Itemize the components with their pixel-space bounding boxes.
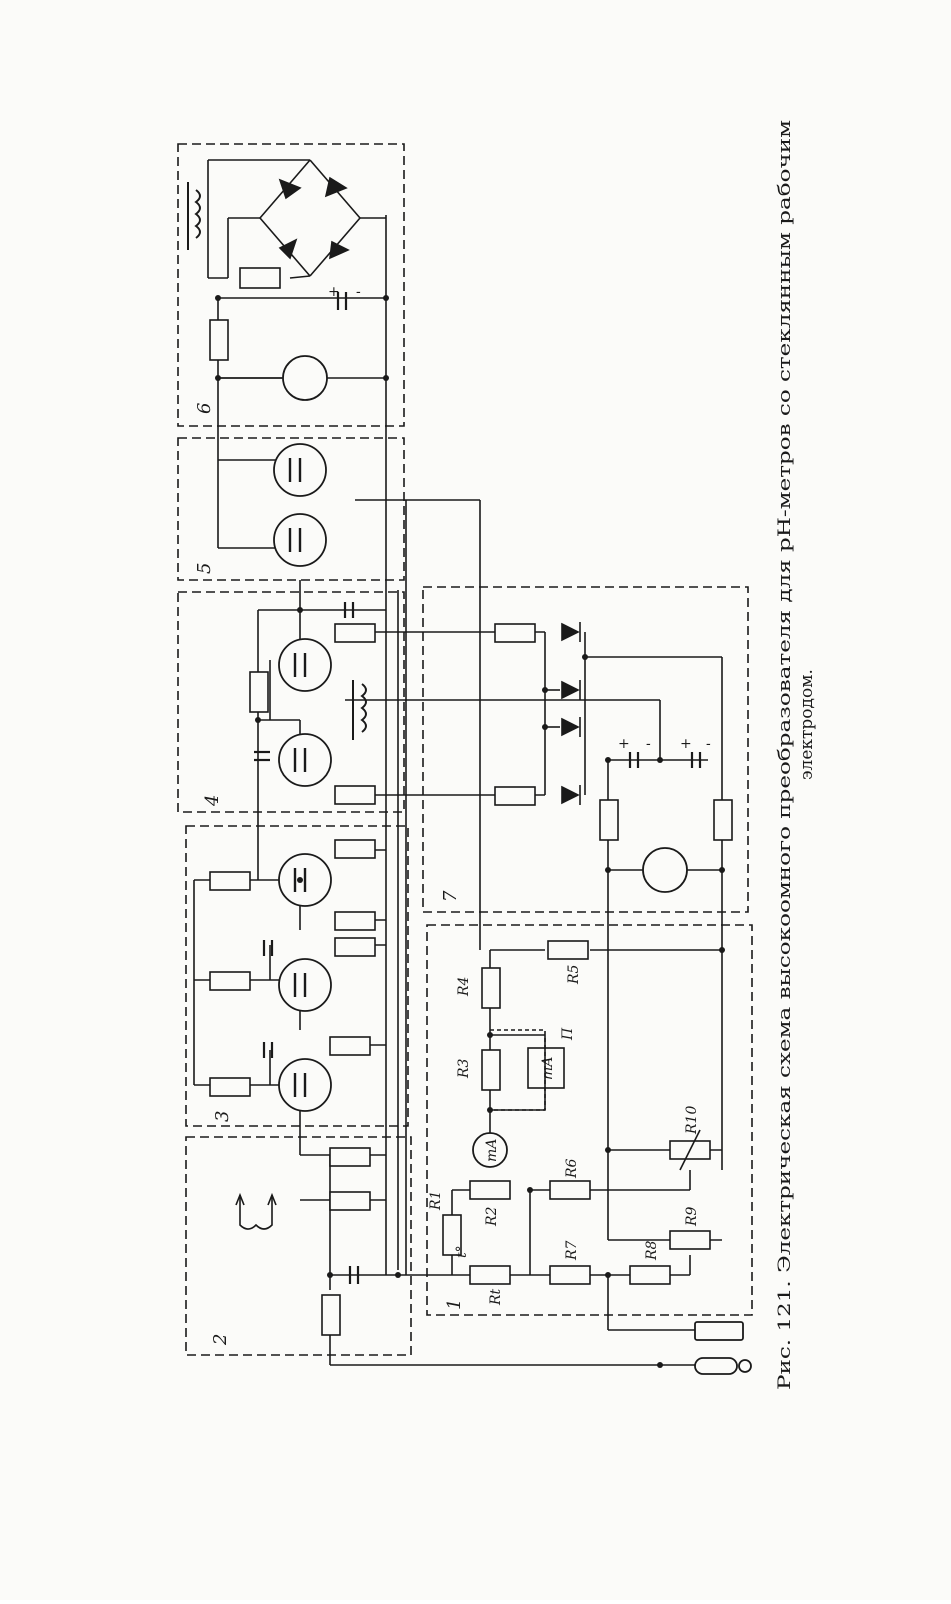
resistor-rt	[469, 1265, 511, 1285]
resistor	[329, 1036, 371, 1056]
resistor-r6	[549, 1180, 591, 1200]
tube-internals	[288, 458, 307, 1097]
block-label-7: 7	[440, 890, 461, 902]
resistor	[334, 937, 376, 957]
block-2-frame	[185, 1136, 412, 1356]
label-rt: Rt	[488, 1288, 504, 1306]
block-frames	[177, 143, 753, 1356]
block-1-frame	[426, 924, 753, 1316]
resistor	[209, 971, 251, 991]
ma-meter-circle	[472, 1132, 508, 1168]
glass-electrode	[694, 1357, 738, 1375]
label-plus-a: +	[328, 284, 340, 300]
resistor	[209, 871, 251, 891]
stabilizer-6	[282, 355, 328, 401]
resistor-r3	[481, 1049, 501, 1091]
label-r2: R2	[484, 1206, 500, 1227]
caption-line-1: Рис. 121. Электрическая схема высокоомно…	[775, 120, 795, 1390]
component-labels: R4 R5 R3 mA П mA R1 R2 R6 t° Rt R7 R8 R9…	[328, 284, 711, 1306]
resistor	[249, 671, 269, 713]
resistor	[494, 786, 536, 806]
label-r4: R4	[456, 977, 472, 997]
diode	[329, 240, 350, 260]
block-label-6: 6	[194, 403, 215, 414]
block-label-3: 3	[212, 1111, 233, 1122]
label-r6: R6	[564, 1158, 580, 1179]
resistor	[599, 799, 619, 841]
label-r3: R3	[456, 1058, 472, 1079]
resistor-r1	[442, 1214, 462, 1256]
resistor-r5	[547, 940, 589, 960]
resistor	[321, 1294, 341, 1336]
block-7-frame	[422, 586, 749, 913]
resistor	[334, 623, 376, 643]
block-label-1: 1	[444, 1299, 465, 1310]
stabilizer-7	[642, 847, 688, 893]
label-minus-b: -	[646, 736, 651, 752]
label-r8: R8	[644, 1240, 660, 1261]
resistors	[209, 267, 733, 1336]
block-labels: 6 5 4 3 2 7 1	[194, 403, 465, 1346]
resistor-r9	[669, 1230, 711, 1250]
label-r10: R10	[684, 1106, 700, 1135]
resistor-r2	[469, 1180, 511, 1200]
diode	[561, 622, 580, 642]
resistor	[334, 785, 376, 805]
block-5-frame	[177, 437, 405, 581]
label-plus-b: +	[618, 736, 630, 752]
label-r7: R7	[564, 1240, 580, 1261]
label-minus-c: -	[706, 736, 711, 752]
resistor-r7	[549, 1265, 591, 1285]
capacitors	[254, 292, 702, 1284]
caption: Рис. 121. Электрическая схема высокоомно…	[775, 120, 817, 1390]
resistor	[209, 1077, 251, 1097]
resistor	[329, 1147, 371, 1167]
block-label-2: 2	[210, 1334, 231, 1346]
label-r9: R9	[684, 1206, 700, 1227]
caption-line-2: электродом.	[797, 669, 817, 780]
block-4-frame	[177, 591, 405, 813]
resistor	[494, 623, 536, 643]
label-t: t°	[454, 1245, 470, 1258]
resistor	[329, 1191, 371, 1211]
resistor	[334, 839, 376, 859]
resistor-r8	[629, 1265, 671, 1285]
diode	[278, 238, 298, 260]
diode	[561, 717, 580, 737]
label-r1: R1	[428, 1191, 444, 1211]
arrows	[235, 1129, 701, 1230]
ma-box	[490, 1029, 565, 1111]
label-r5: R5	[566, 964, 582, 985]
resistor	[239, 267, 281, 289]
resistor-r4	[481, 967, 501, 1009]
wiring	[193, 159, 723, 1366]
electrode-connectors	[694, 1321, 752, 1375]
diode	[561, 680, 580, 700]
transformer	[187, 182, 367, 740]
label-plus-c: +	[680, 736, 692, 752]
block-3-frame	[185, 825, 409, 1127]
diode	[324, 176, 348, 198]
resistor	[334, 911, 376, 931]
label-p: П	[560, 1027, 576, 1041]
block-label-5: 5	[194, 563, 215, 574]
label-ma-gauge: mA	[484, 1139, 500, 1162]
label-ma-box: mA	[540, 1057, 556, 1080]
reference-electrode	[694, 1321, 744, 1341]
junctions	[215, 295, 725, 1368]
block-6-frame	[177, 143, 405, 427]
resistor	[209, 319, 229, 361]
diode	[561, 785, 580, 805]
diodes	[278, 176, 581, 805]
block-label-4: 4	[202, 795, 223, 807]
resistor	[713, 799, 733, 841]
label-minus-a: -	[356, 284, 361, 300]
diode	[278, 178, 302, 200]
